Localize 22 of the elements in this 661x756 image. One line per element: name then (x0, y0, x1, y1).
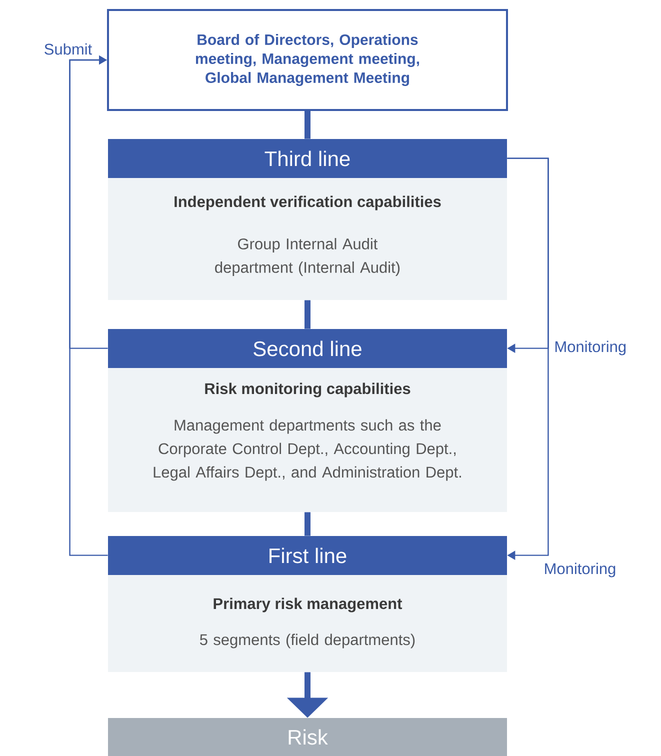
tier-panel (108, 329, 507, 512)
edge-label: Monitoring (542, 562, 618, 578)
heading-text: Independent verification capabilities (174, 196, 441, 210)
header-band: Third line (108, 139, 507, 178)
edge-label: Submit (42, 42, 94, 56)
edge-label: Monitoring (553, 340, 628, 356)
heading-text: Risk monitoring capabilities (205, 382, 410, 398)
body-text: Management departments such as the Corporate Control Dept., Accounting Dept., Legal Affairs Dept., and Administration Dept. (154, 419, 461, 481)
decision-body-box: Board of Directors, Operations meeting, Management meeting, Global Management Meeting (107, 9, 508, 111)
heading-text: Primary risk management (214, 598, 402, 612)
risk-box: Risk (108, 718, 507, 756)
connector-line (304, 300, 310, 329)
tier-panel (108, 139, 507, 300)
connector-line (304, 111, 310, 139)
header-band: Second line (108, 329, 507, 368)
arrow (507, 158, 549, 560)
arrow (69, 55, 108, 556)
body-text: Group Internal Audit department (Internal Audit) (215, 238, 400, 276)
tier-panel (108, 536, 507, 672)
connector-line (304, 512, 310, 536)
body-text: 5 segments (field departments) (200, 634, 415, 648)
header-band: First line (108, 536, 507, 575)
